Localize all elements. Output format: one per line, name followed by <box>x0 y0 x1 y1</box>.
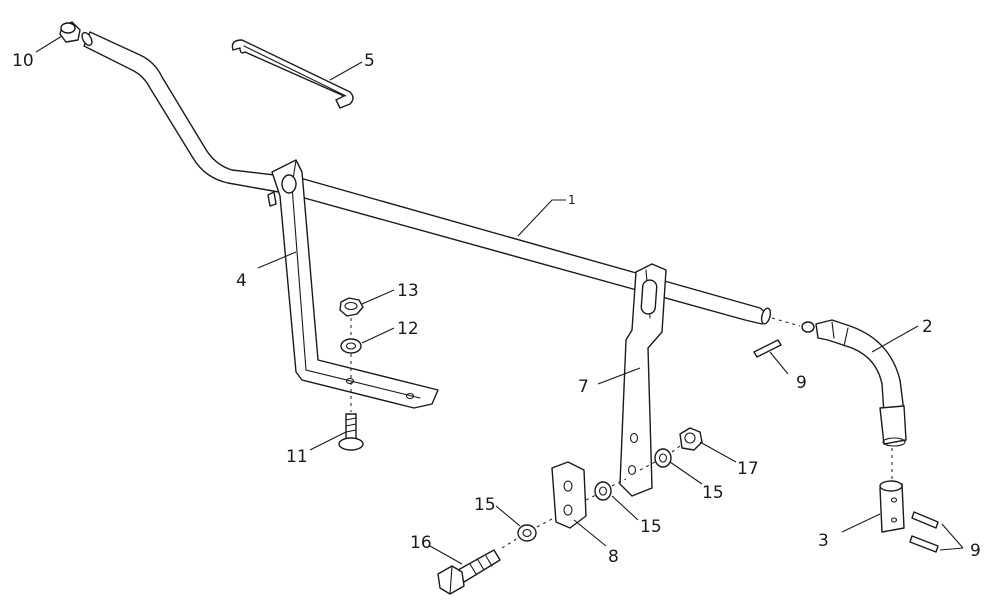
callout-10: 10 <box>12 51 34 71</box>
part-8-plate <box>551 461 587 529</box>
part-2-tube <box>801 319 907 447</box>
part-13-nut <box>339 297 364 317</box>
callout-13: 13 <box>397 281 419 301</box>
part-12-washer <box>340 338 362 354</box>
callout-16: 16 <box>410 533 432 553</box>
part-3-coupler <box>879 480 905 533</box>
part-9-pin-a <box>753 339 782 358</box>
callout-11: 11 <box>286 447 308 467</box>
part-15-washer-b <box>594 481 612 501</box>
part-17-nut <box>679 427 703 451</box>
part-1-rod <box>81 31 772 325</box>
callout-3: 3 <box>818 531 829 551</box>
part-10-cap <box>59 21 81 43</box>
callout-15-left: 15 <box>474 495 496 515</box>
leader-lines <box>35 35 964 565</box>
callout-12: 12 <box>397 319 419 339</box>
callout-17: 17 <box>737 459 759 479</box>
part-7-link <box>619 263 667 497</box>
part-9-pin-b <box>909 511 939 553</box>
part-5-spring-clip <box>231 39 354 109</box>
callout-5: 5 <box>364 51 375 71</box>
callout-labels: 10 5 1 4 13 12 11 7 9 2 3 9 17 15 15 15 … <box>12 51 981 567</box>
callout-4: 4 <box>236 271 247 291</box>
part-11-bolt <box>338 413 364 451</box>
callout-9-lower: 9 <box>970 541 981 561</box>
callout-8: 8 <box>608 547 619 567</box>
callout-7: 7 <box>578 377 589 397</box>
centerline-link-hardware <box>501 445 681 549</box>
part-4-bracket <box>267 159 439 409</box>
part-15-washer-a <box>654 448 672 468</box>
callout-15-right: 15 <box>702 483 724 503</box>
part-16-bolt <box>437 549 501 595</box>
callout-9-upper: 9 <box>796 373 807 393</box>
callout-15-middle: 15 <box>640 517 662 537</box>
callout-1: 1 <box>568 193 576 207</box>
part-15-washer-c <box>517 524 537 542</box>
callout-2: 2 <box>922 317 933 337</box>
centerline-rod-tube <box>771 317 801 327</box>
